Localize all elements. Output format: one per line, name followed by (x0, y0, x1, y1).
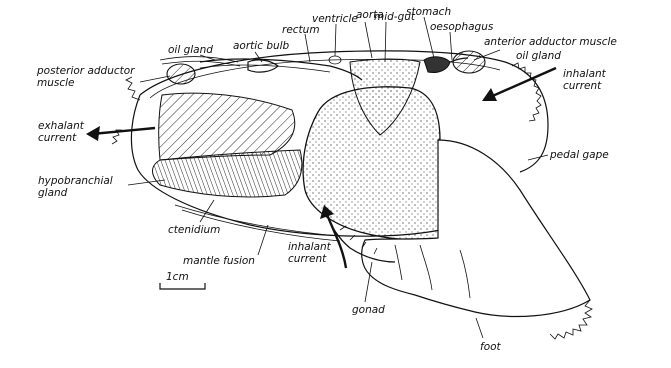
label-ctenidium: ctenidium (168, 224, 220, 236)
label-inhalant-bottom: inhalant (288, 241, 332, 253)
label-gonad: gonad (352, 304, 385, 316)
label-exhalant: exhalant (38, 120, 85, 132)
label-rectum: rectum (282, 24, 320, 36)
label-posterior-adductor: posterior adductor (36, 65, 135, 77)
label-oil-gland-right: oil gland (516, 50, 561, 62)
label-pedal-gape: pedal gape (549, 149, 609, 161)
label-anterior-adductor-muscle: anterior adductor muscle (484, 36, 617, 48)
label-gland: gland (38, 187, 68, 199)
posterior-adductor-muscle-shape (167, 64, 195, 84)
hypobranchial-gland-shape (159, 93, 295, 160)
label-foot: foot (480, 341, 502, 353)
scale-bar (160, 283, 205, 289)
inhalant-current-arrow-right (482, 68, 556, 101)
label-mantle-fusion: mantle fusion (183, 255, 255, 267)
label-scale-bar: 1cm (166, 271, 189, 283)
label-oesophagus: oesophagus (430, 21, 494, 33)
label-stomach: stomach (406, 6, 451, 18)
label-hypobranchial: hypobranchial (38, 175, 113, 187)
anterior-adductor-muscle-shape (453, 51, 485, 73)
exhalant-current-arrow (86, 126, 155, 141)
label-exhalant-current: current (38, 132, 77, 144)
label-current-right: current (563, 80, 602, 92)
label-oil-gland-left: oil gland (168, 44, 213, 56)
label-inhalant-right: inhalant (563, 68, 607, 80)
label-aortic-bulb: aortic bulb (233, 40, 290, 52)
label-current-bottom: current (288, 253, 327, 265)
stomach-shape (424, 57, 450, 73)
label-muscle: muscle (37, 77, 75, 89)
